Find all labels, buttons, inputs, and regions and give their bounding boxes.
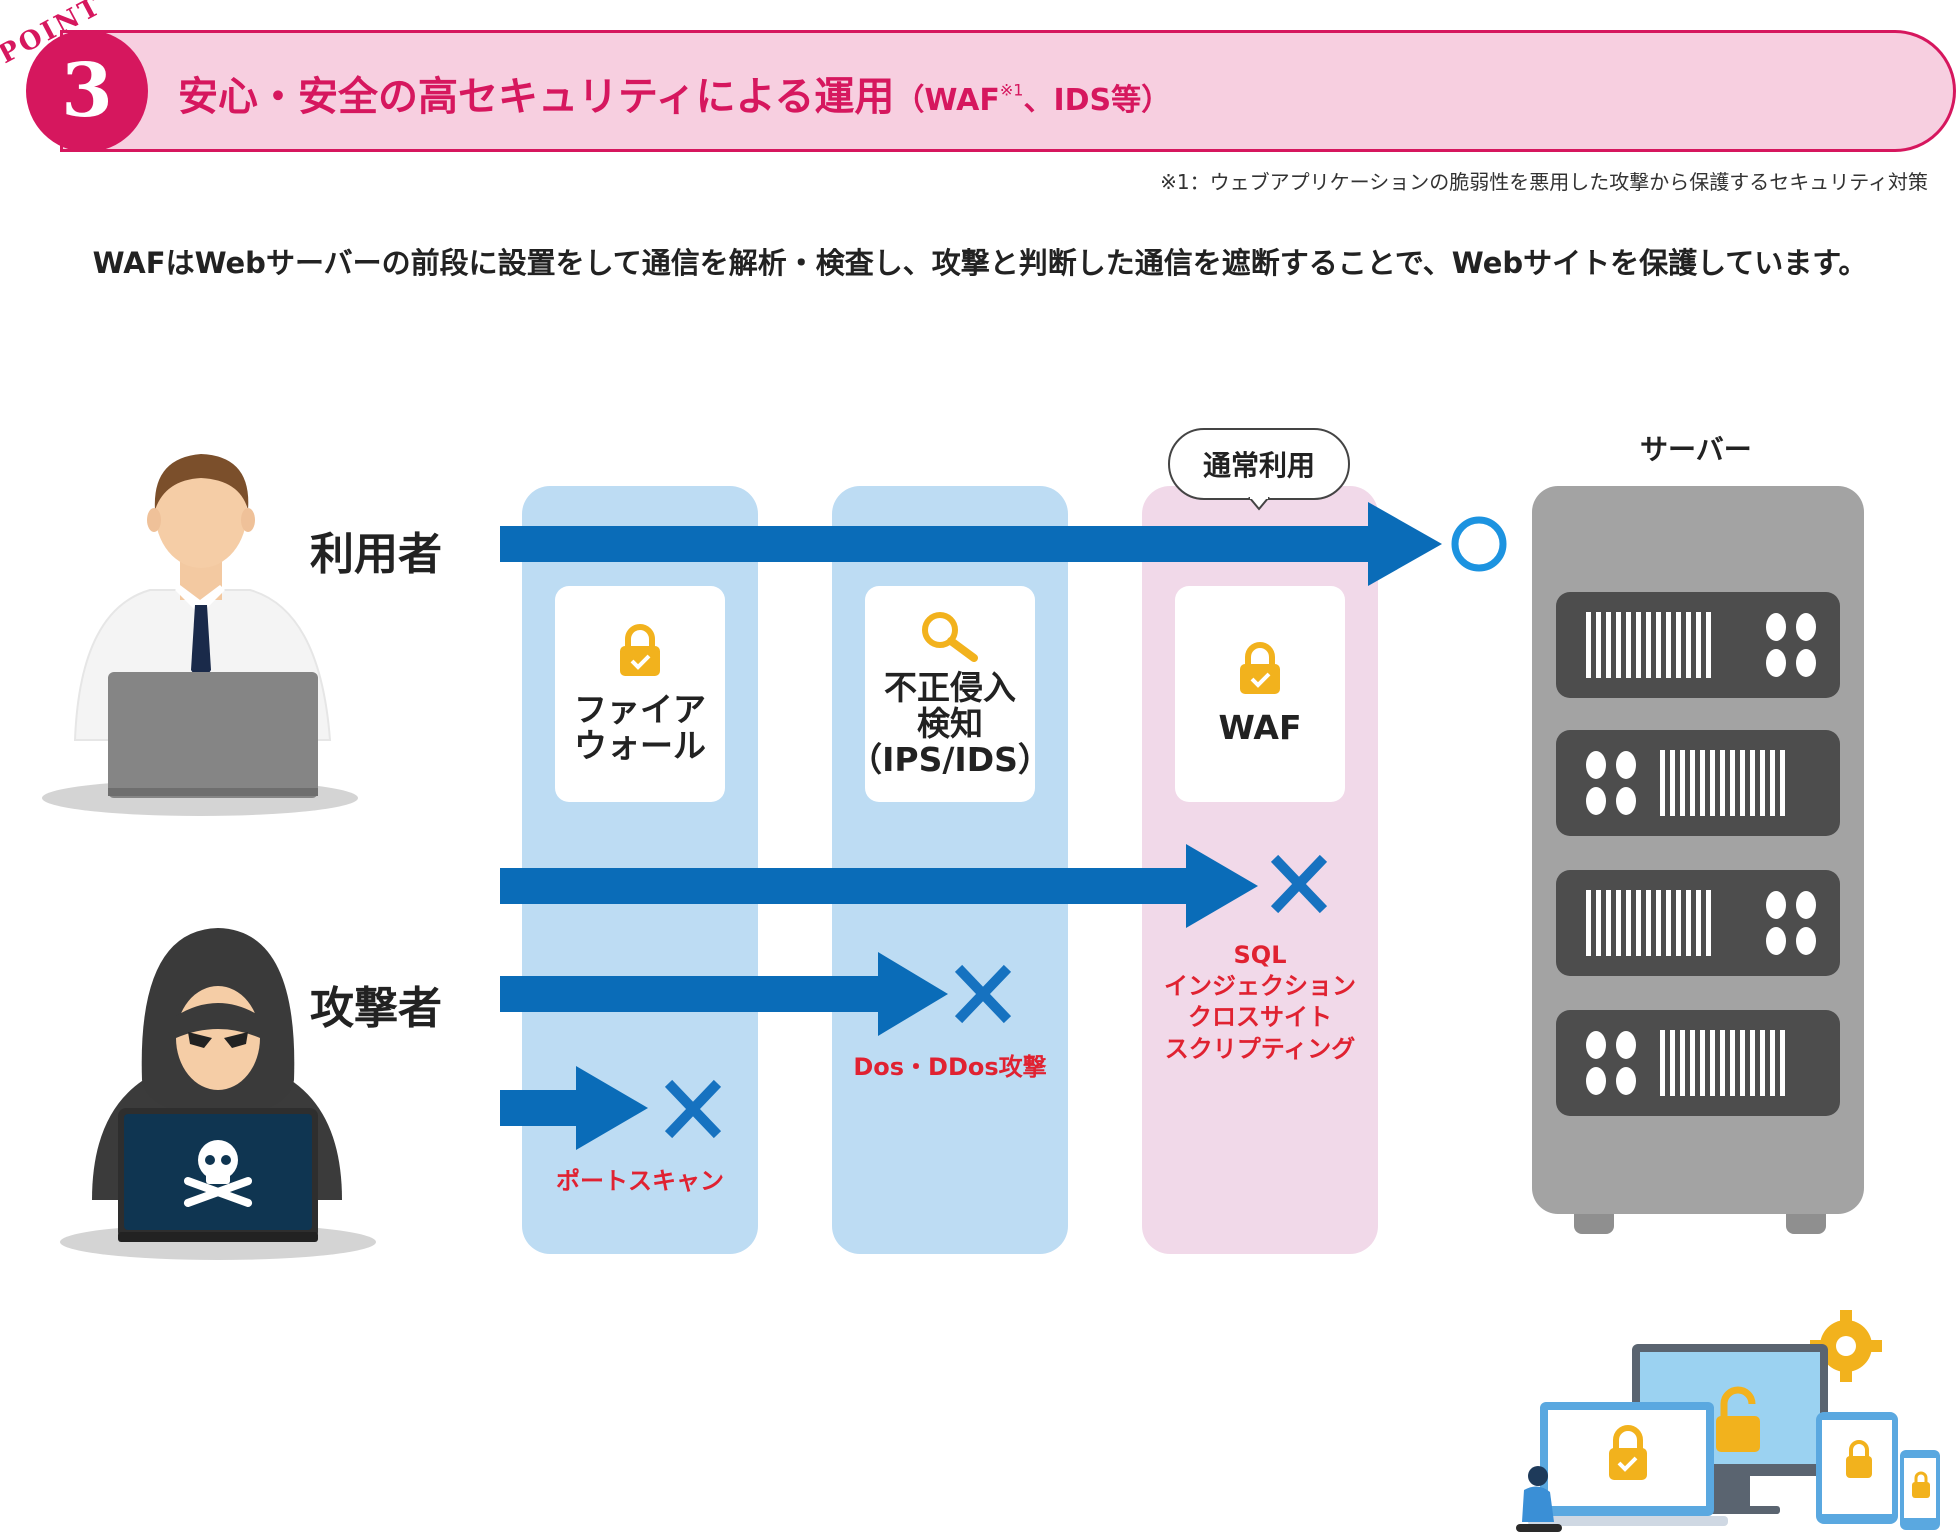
server-unit [1556,1010,1840,1116]
point-number-badge: 3 [26,30,148,152]
waf-card: WAF [1175,586,1345,802]
description-text: WAFはWebサーバーの前段に設置をして通信を解析・検査し、攻撃と判断した通信を… [92,246,1868,280]
server-unit [1556,730,1840,836]
user-illustration [42,454,358,816]
padlock-icon [1609,1425,1647,1480]
waf-card-label: WAF [1218,707,1302,747]
skull-icon [183,1140,253,1207]
padlock-icon [620,623,660,676]
banner-title-sub-close: 、IDS等） [1023,83,1172,118]
server-unit [1556,870,1840,976]
ips-ids-card: 不正侵入 検知 （IPS/IDS） [849,586,1051,802]
dos-attack-arrow [500,952,948,1036]
normal-use-bubble: 通常利用 [1168,428,1350,500]
dos-attack-label: Dos・DDos攻撃 [853,1053,1047,1081]
user-label: 利用者 [310,529,442,580]
banner-title-footnote-mark: ※1 [999,80,1024,100]
firewall-card-label: ファイア ウォール [574,689,706,765]
server-unit [1556,592,1840,698]
attacker-label: 攻撃者 [310,983,442,1034]
allowed-circle-icon [1451,516,1507,572]
blocked-x-icon [954,964,1012,1024]
sql-attack-label: SQL インジェクション クロスサイト スクリプティング [1164,941,1356,1063]
padlock-icon [1240,641,1280,694]
sql-attack-arrow [500,844,1258,928]
port-scan-arrow [500,1066,648,1150]
firewall-card: ファイア ウォール [555,586,725,802]
server-label: サーバー [1640,433,1752,466]
normal-traffic-arrow [500,502,1442,586]
person-with-tablet [1516,1466,1562,1532]
footnote: ※1：ウェブアプリケーションの脆弱性を悪用した攻撃から保護するセキュリティ対策 [1160,170,1928,194]
ips-ids-card-label: 不正侵入 検知 （IPS/IDS） [849,667,1051,780]
magnifier-icon [922,611,978,662]
blocked-x-icon [1270,854,1328,914]
devices-illustration [1516,1310,1940,1532]
banner-title-sub-open: （WAF [894,83,1000,118]
port-scan-label: ポートスキャン [556,1167,724,1195]
attacker-illustration [60,928,376,1260]
padlock-icon [1716,1386,1760,1452]
point-banner [60,30,1956,152]
bubble-tail [1248,497,1270,511]
padlock-icon [1846,1440,1872,1478]
server-rack-illustration [1532,486,1864,1234]
banner-title: 安心・安全の高セキュリティによる運用（WAF※1、IDS等） [178,64,1171,122]
padlock-icon [1912,1471,1930,1498]
blocked-x-icon [664,1079,722,1139]
banner-title-main: 安心・安全の高セキュリティによる運用 [178,74,895,120]
